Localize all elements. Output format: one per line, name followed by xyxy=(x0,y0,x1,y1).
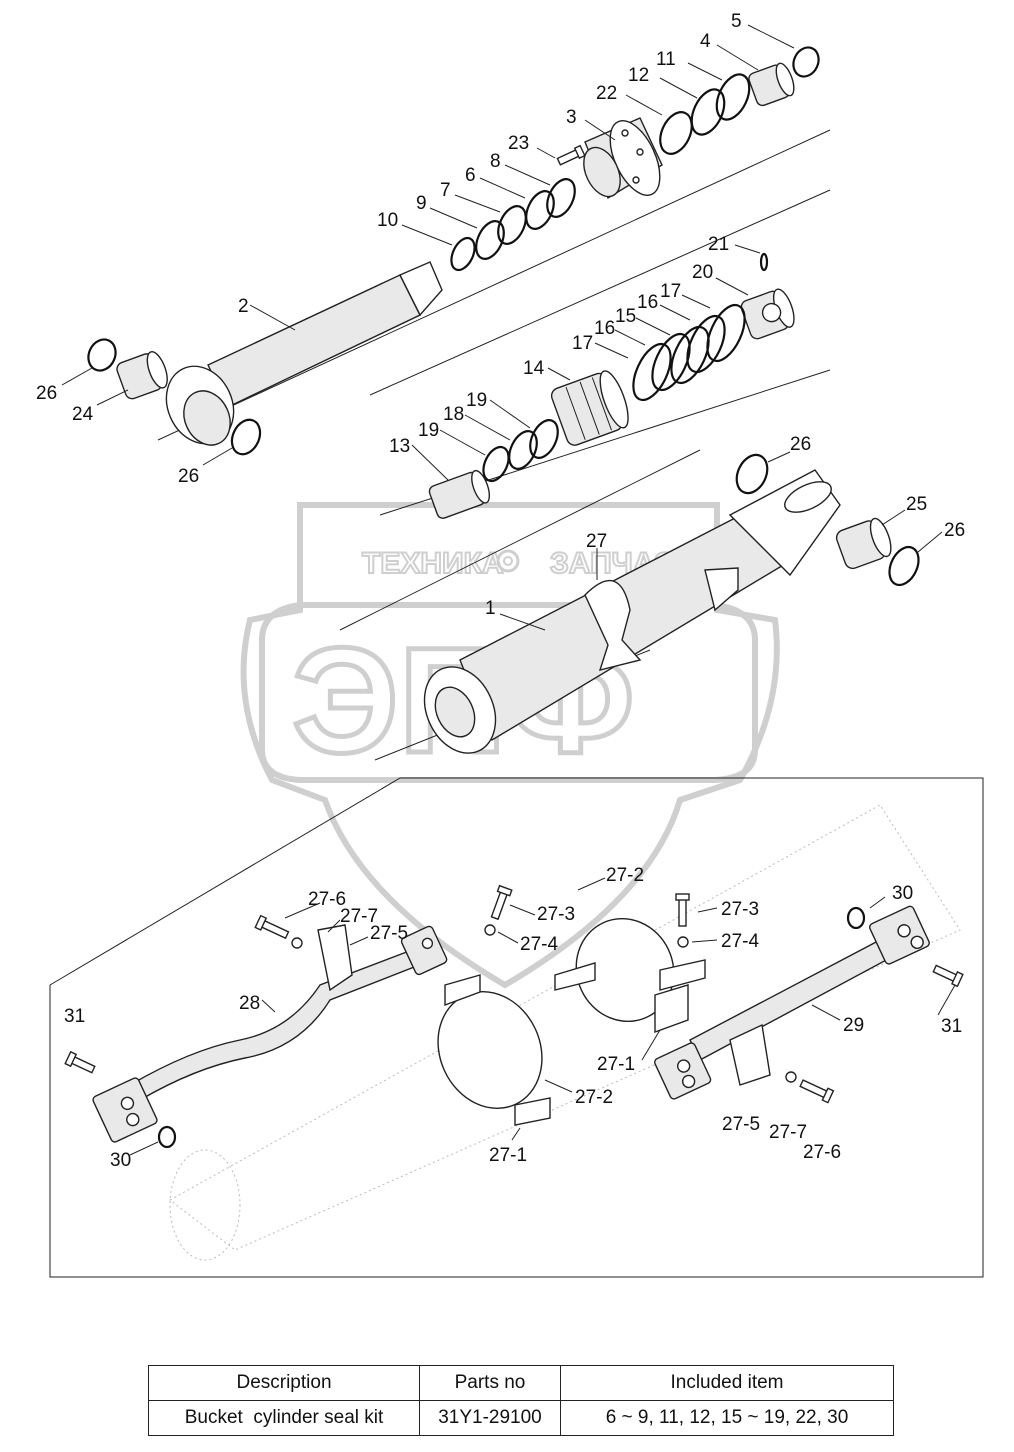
cylinder-head xyxy=(583,117,663,200)
table-cell-parts-no: 31Y1-29100 xyxy=(419,1400,561,1436)
callout-16: 16 xyxy=(637,292,658,313)
gear-icon xyxy=(496,549,520,573)
callout-3: 3 xyxy=(566,107,577,128)
callout-13: 13 xyxy=(389,436,410,457)
callout-27-6: 27-6 xyxy=(803,1142,841,1163)
callout-27-3: 27-3 xyxy=(721,899,759,920)
callout-27-1: 27-1 xyxy=(597,1054,635,1075)
callout-27-4: 27-4 xyxy=(721,931,759,952)
callout-24: 24 xyxy=(72,404,94,425)
watermark-shield xyxy=(240,502,780,989)
callout-14: 14 xyxy=(523,358,545,379)
callout-5: 5 xyxy=(731,11,742,32)
callout-2: 2 xyxy=(238,296,249,317)
callout-6: 6 xyxy=(465,165,476,186)
callout-11: 11 xyxy=(656,49,676,70)
callout-22: 22 xyxy=(596,83,617,104)
callout-27-3: 27-3 xyxy=(537,904,575,925)
watermark-top-text: ТЕХНИКА xyxy=(362,547,504,580)
callout-27-2: 27-2 xyxy=(575,1087,613,1108)
callout-30: 30 xyxy=(892,883,913,904)
table-header-description: Description xyxy=(148,1365,420,1401)
table-header-row: Description Parts no Included item xyxy=(148,1365,894,1401)
callout-27-5: 27-5 xyxy=(722,1114,760,1135)
callout-9: 9 xyxy=(416,193,427,214)
callout-10: 10 xyxy=(377,210,398,231)
seal-kit-table: Description Parts no Included item Bucke… xyxy=(148,1365,894,1436)
table-header-parts-no: Parts no xyxy=(419,1365,561,1401)
rod-assembly xyxy=(87,46,820,456)
callout-17: 17 xyxy=(572,333,593,354)
leader-lines xyxy=(61,24,956,1156)
table-cell-included-item: 6 ~ 9, 11, 12, 15 ~ 19, 22, 30 xyxy=(560,1400,894,1436)
callout-26: 26 xyxy=(944,520,965,541)
callout-30: 30 xyxy=(110,1150,131,1171)
callout-7: 7 xyxy=(440,180,451,201)
piston xyxy=(550,370,629,446)
callout-19: 19 xyxy=(466,390,487,411)
cylinder-tube xyxy=(423,453,920,754)
piston-rod xyxy=(165,261,443,446)
callout-26: 26 xyxy=(36,383,57,404)
callout-27-1: 27-1 xyxy=(489,1145,527,1166)
callout-27-6: 27-6 xyxy=(308,889,346,910)
callout-31: 31 xyxy=(941,1016,962,1037)
table-header-included-item: Included item xyxy=(560,1365,894,1401)
callout-12: 12 xyxy=(628,65,649,86)
callout-labels: 5 4 11 12 22 3 23 8 6 7 9 10 21 20 17 16… xyxy=(36,11,965,1171)
callout-27-5: 27-5 xyxy=(370,923,408,944)
callout-21: 21 xyxy=(708,234,729,255)
callout-19: 19 xyxy=(418,420,439,441)
callout-27-7: 27-7 xyxy=(340,906,378,927)
callout-20: 20 xyxy=(692,262,713,283)
callout-16: 16 xyxy=(594,318,615,339)
watermark-logo-frame xyxy=(259,602,758,783)
callout-27-7: 27-7 xyxy=(769,1122,807,1143)
callout-8: 8 xyxy=(490,151,501,172)
piston-assembly xyxy=(428,252,795,519)
callout-25: 25 xyxy=(906,494,927,515)
callout-29: 29 xyxy=(843,1015,864,1036)
piping-detail xyxy=(49,777,984,1278)
callout-17: 17 xyxy=(660,281,681,302)
table-cell-description: Bucket cylinder seal kit xyxy=(148,1400,420,1436)
callout-26: 26 xyxy=(178,466,199,487)
table-row: Bucket cylinder seal kit 31Y1-29100 6 ~ … xyxy=(148,1400,894,1436)
callout-18: 18 xyxy=(443,404,464,425)
callout-27-2: 27-2 xyxy=(606,865,644,886)
callout-15: 15 xyxy=(615,306,636,327)
callout-27: 27 xyxy=(586,531,607,552)
callout-23: 23 xyxy=(508,133,529,154)
callout-1: 1 xyxy=(485,598,496,619)
callout-28: 28 xyxy=(239,993,260,1014)
callout-26: 26 xyxy=(790,434,811,455)
callout-31: 31 xyxy=(64,1006,85,1027)
callout-4: 4 xyxy=(700,31,711,52)
callout-27-4: 27-4 xyxy=(520,934,558,955)
